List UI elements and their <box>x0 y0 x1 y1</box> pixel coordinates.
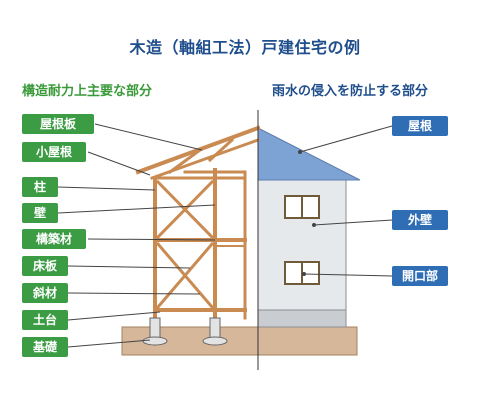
upper-window <box>284 195 320 219</box>
label-roof-board: 屋根板 <box>22 114 94 134</box>
lower-window <box>284 261 320 285</box>
label-sill: 土台 <box>22 310 68 330</box>
anchor-bolts <box>142 317 228 346</box>
label-wall: 壁 <box>22 203 58 223</box>
label-exterior-wall: 外壁 <box>392 210 448 230</box>
exterior-half <box>257 127 361 328</box>
label-column: 柱 <box>22 177 58 197</box>
right-leader-lines <box>298 125 393 277</box>
label-foundation: 基礎 <box>22 337 68 357</box>
diagram-title: 木造（軸組工法）戸建住宅の例 <box>129 38 361 57</box>
structural-parts-heading: 構造耐力上主要な部分 <box>22 84 153 99</box>
timber-frame <box>135 125 261 320</box>
label-roof: 屋根 <box>392 116 448 136</box>
label-floor-board: 床板 <box>22 256 68 276</box>
left-leader-lines <box>57 123 216 348</box>
rainwater-parts-heading: 雨水の侵入を防止する部分 <box>272 84 429 99</box>
exterior-roof <box>257 127 361 181</box>
label-roof-frame: 小屋根 <box>22 142 86 162</box>
label-horizontal-member: 構築材 <box>22 229 86 249</box>
label-openings: 開口部 <box>392 266 448 286</box>
label-brace: 斜材 <box>22 283 68 303</box>
